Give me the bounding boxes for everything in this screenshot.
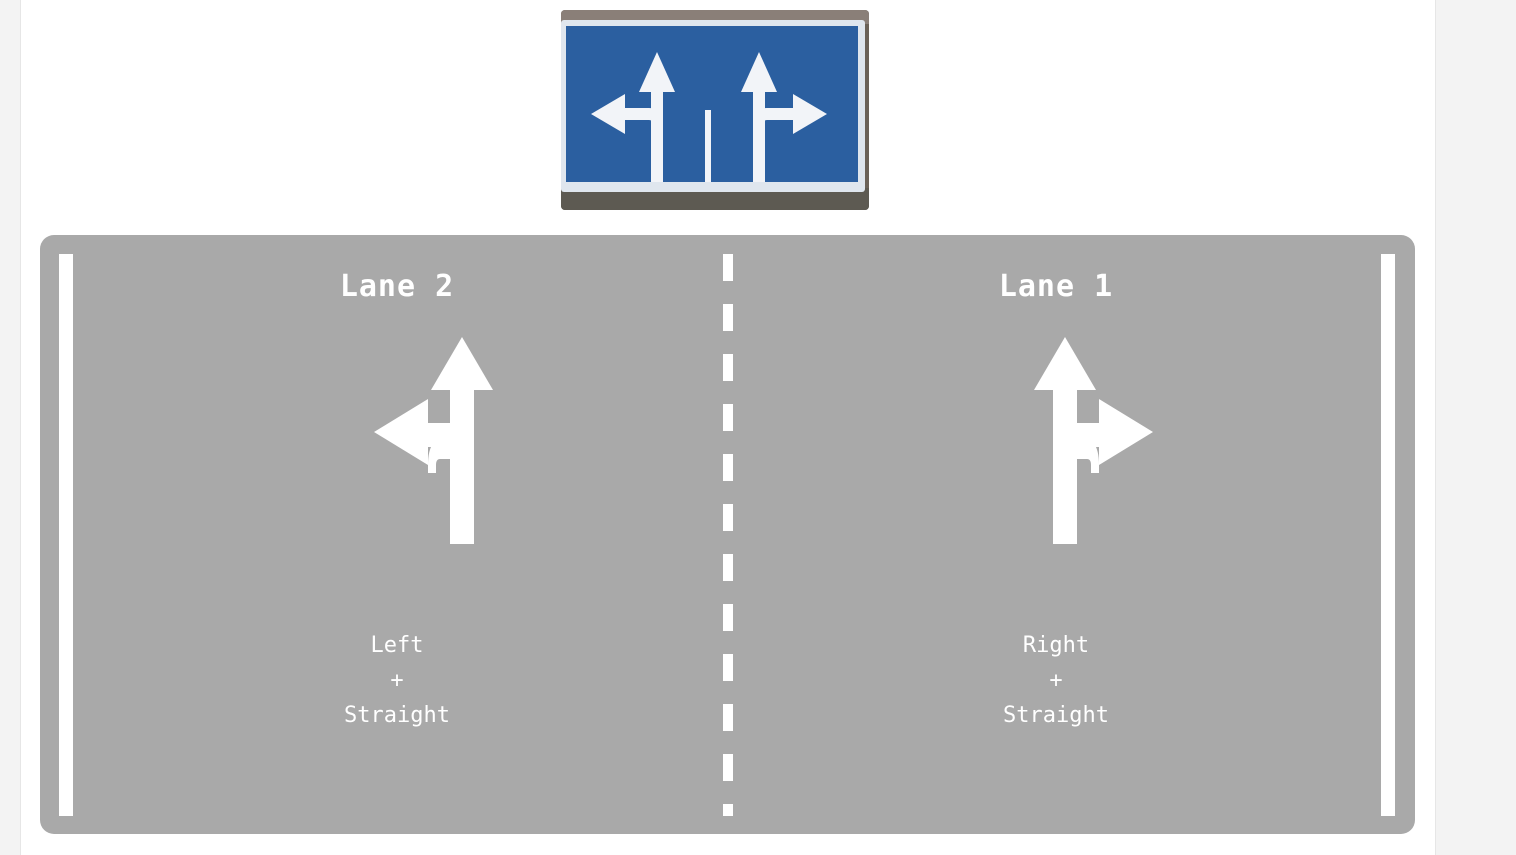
lane-2-direction-secondary: Straight: [344, 703, 450, 728]
road-edge-line-left: [59, 254, 73, 816]
lane-1-plus: +: [1049, 668, 1063, 693]
left-and-straight-arrow-icon: [374, 337, 493, 544]
lane-2-plus: +: [390, 668, 404, 693]
lane-sign-icon: [561, 10, 869, 210]
lane-2-title: Lane 2: [339, 269, 455, 304]
lane-2-description: Left + Straight: [277, 628, 517, 733]
road-edge-line-right: [1381, 254, 1395, 816]
right-and-straight-arrow-icon: [1034, 337, 1153, 544]
lane-1-direction-secondary: Straight: [1003, 703, 1109, 728]
lane-1-direction-primary: Right: [1022, 633, 1090, 658]
lane-1-title: Lane 1: [998, 269, 1114, 304]
lane-2-direction-primary: Left: [370, 633, 424, 658]
traffic-sign-image: [561, 10, 869, 210]
lane-1-description: Right + Straight: [936, 628, 1176, 733]
lane-divider-dashed: [723, 254, 733, 816]
road-diagram: Lane 2 Left + Straight Lane 1 Right + St…: [40, 235, 1415, 834]
